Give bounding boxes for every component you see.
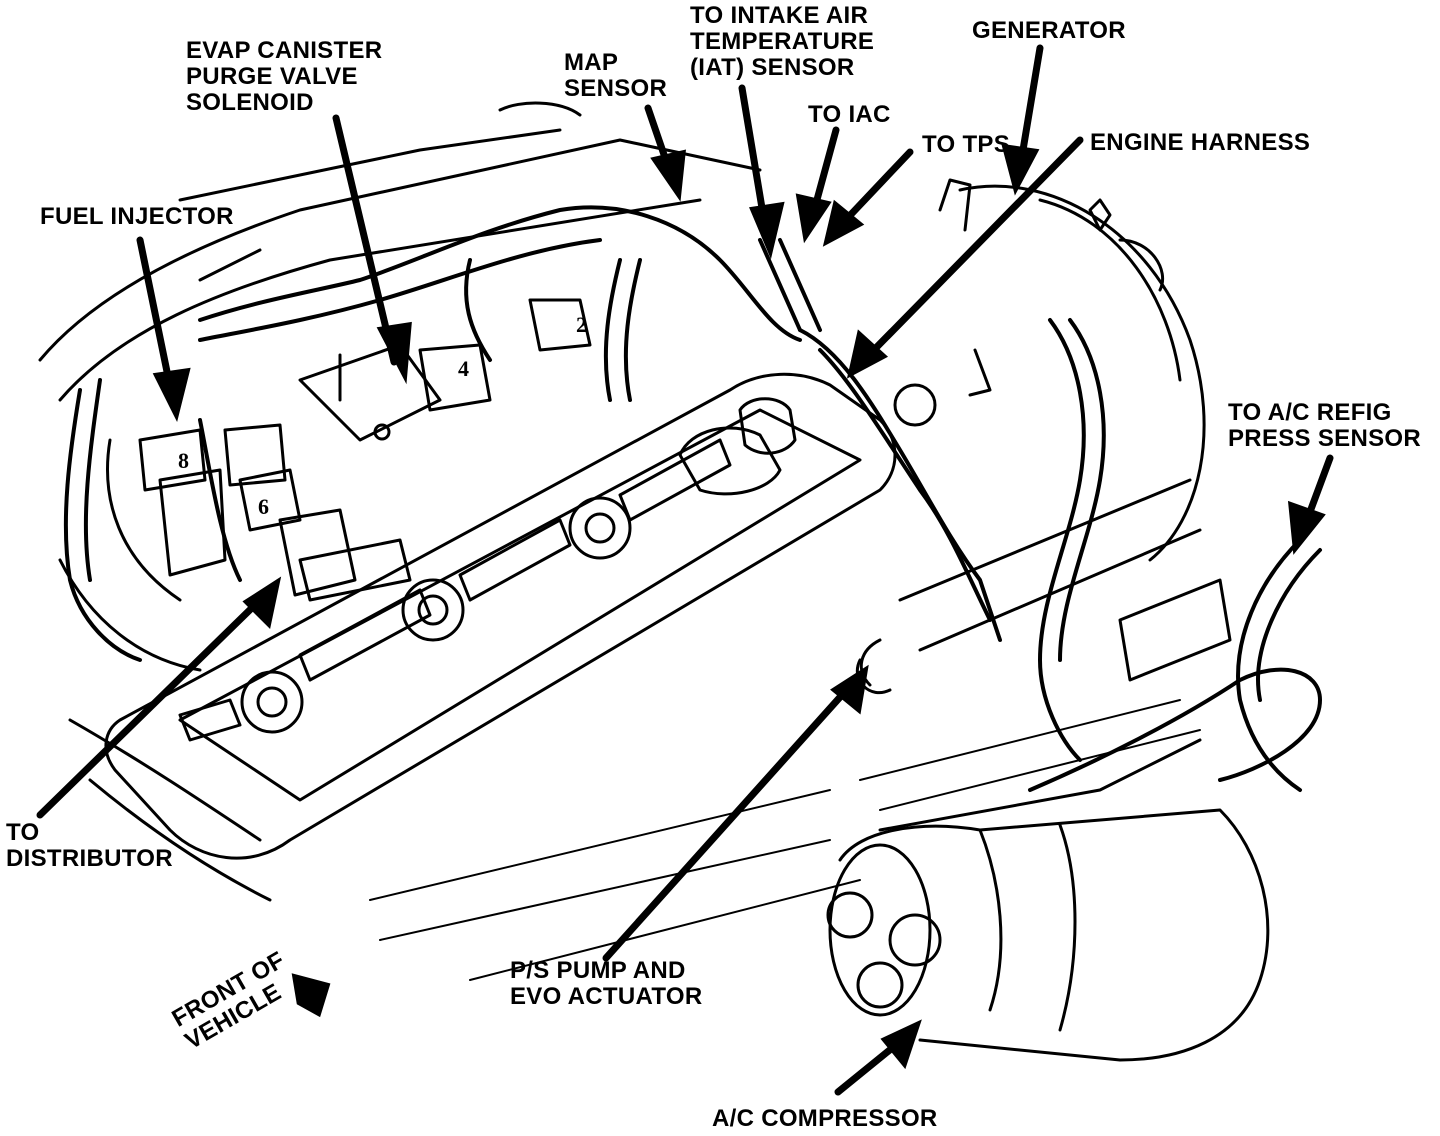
arrow-evap-head <box>376 321 412 385</box>
iac-label: TO IAC <box>808 102 891 128</box>
ac-compressor-label: A/C COMPRESSOR <box>712 1106 938 1132</box>
oil-filler-cap <box>678 397 797 496</box>
arrow-engine-harness <box>862 136 1084 362</box>
valve-cover <box>104 372 897 860</box>
ac-refig-press-sensor-label: TO A/C REFIG PRESS SENSOR <box>1228 400 1421 452</box>
wiring-harness <box>63 205 1322 792</box>
cylinder-8-label: 8 <box>178 448 189 473</box>
arrow-evap <box>332 114 398 366</box>
arrow-tps <box>836 148 914 230</box>
ac-compressor-line-1: A/C COMPRESSOR <box>712 1105 938 1132</box>
generator-label: GENERATOR <box>972 18 1126 44</box>
arrow-distributor-head <box>242 576 282 630</box>
arrow-fuel-injector <box>136 236 176 400</box>
ps-pump-line-1: P/S PUMP AND <box>510 957 686 984</box>
iat-line-2: TEMPERATURE <box>690 28 875 55</box>
arrow-iac-head <box>795 193 832 244</box>
evap-purge-solenoid-label: EVAP CANISTER PURGE VALVE SOLENOID <box>186 38 382 116</box>
arrow-generator-head <box>1001 143 1040 196</box>
map-sensor-label: MAP SENSOR <box>564 50 667 102</box>
arrow-engine-harness-head <box>846 329 889 379</box>
iat-line-1: TO INTAKE AIR <box>690 2 869 29</box>
cylinder-2-label: 2 <box>576 312 587 337</box>
arrow-iat-head <box>749 201 785 260</box>
engine-harness-line-1: ENGINE HARNESS <box>1090 129 1311 156</box>
ac-sensor-line-2: PRESS SENSOR <box>1228 425 1421 452</box>
ac-compressor-body <box>826 738 1270 1062</box>
iat-line-3: (IAT) SENSOR <box>690 54 855 81</box>
iac-line-1: TO IAC <box>808 101 891 128</box>
evap-line-1: EVAP CANISTER <box>186 37 383 64</box>
fuel-injector-line-1: FUEL INJECTOR <box>40 203 234 230</box>
tps-line-1: TO TPS <box>922 131 1011 158</box>
engine-outline <box>38 101 762 902</box>
evap-line-2: PURGE VALVE <box>186 63 358 90</box>
arrow-map-head <box>650 149 686 202</box>
accessory-bracket <box>855 478 1232 695</box>
callout-arrows <box>36 44 1334 1096</box>
arrow-ac-sensor-head <box>1287 500 1326 555</box>
engine-harness-label: ENGINE HARNESS <box>1090 130 1310 156</box>
ps-pump-line-2: EVO ACTUATOR <box>510 983 703 1010</box>
arrow-distributor <box>36 594 266 819</box>
arrow-ac-compressor-head <box>880 1019 922 1070</box>
distributor-label: TO DISTRIBUTOR <box>6 820 173 872</box>
iat-sensor-label: TO INTAKE AIR TEMPERATURE (IAT) SENSOR <box>690 3 874 81</box>
frame-lines <box>369 699 1201 981</box>
arrow-fuel-injector-head <box>152 367 191 423</box>
fuel-injector-label: FUEL INJECTOR <box>40 204 234 230</box>
arrow-ps-pump <box>602 682 854 962</box>
map-line-1: MAP <box>564 49 619 76</box>
evap-line-3: SOLENOID <box>186 89 314 116</box>
ps-pump-evo-actuator-label: P/S PUMP AND EVO ACTUATOR <box>510 958 703 1010</box>
arrow-tps-head <box>822 199 865 247</box>
cylinder-4-label: 4 <box>458 356 469 381</box>
map-line-2: SENSOR <box>564 75 668 102</box>
arrow-ps-pump-head <box>830 664 869 715</box>
tps-label: TO TPS <box>922 132 1010 158</box>
intake-manifold <box>138 298 592 602</box>
cylinder-6-label: 6 <box>258 494 269 519</box>
generator-line-1: GENERATOR <box>972 17 1126 44</box>
distributor-line-2: DISTRIBUTOR <box>6 845 173 872</box>
distributor-line-1: TO <box>6 819 40 846</box>
generator <box>893 178 1206 562</box>
front-direction-arrow <box>291 973 331 1018</box>
ac-sensor-line-1: TO A/C REFIG <box>1228 399 1392 426</box>
